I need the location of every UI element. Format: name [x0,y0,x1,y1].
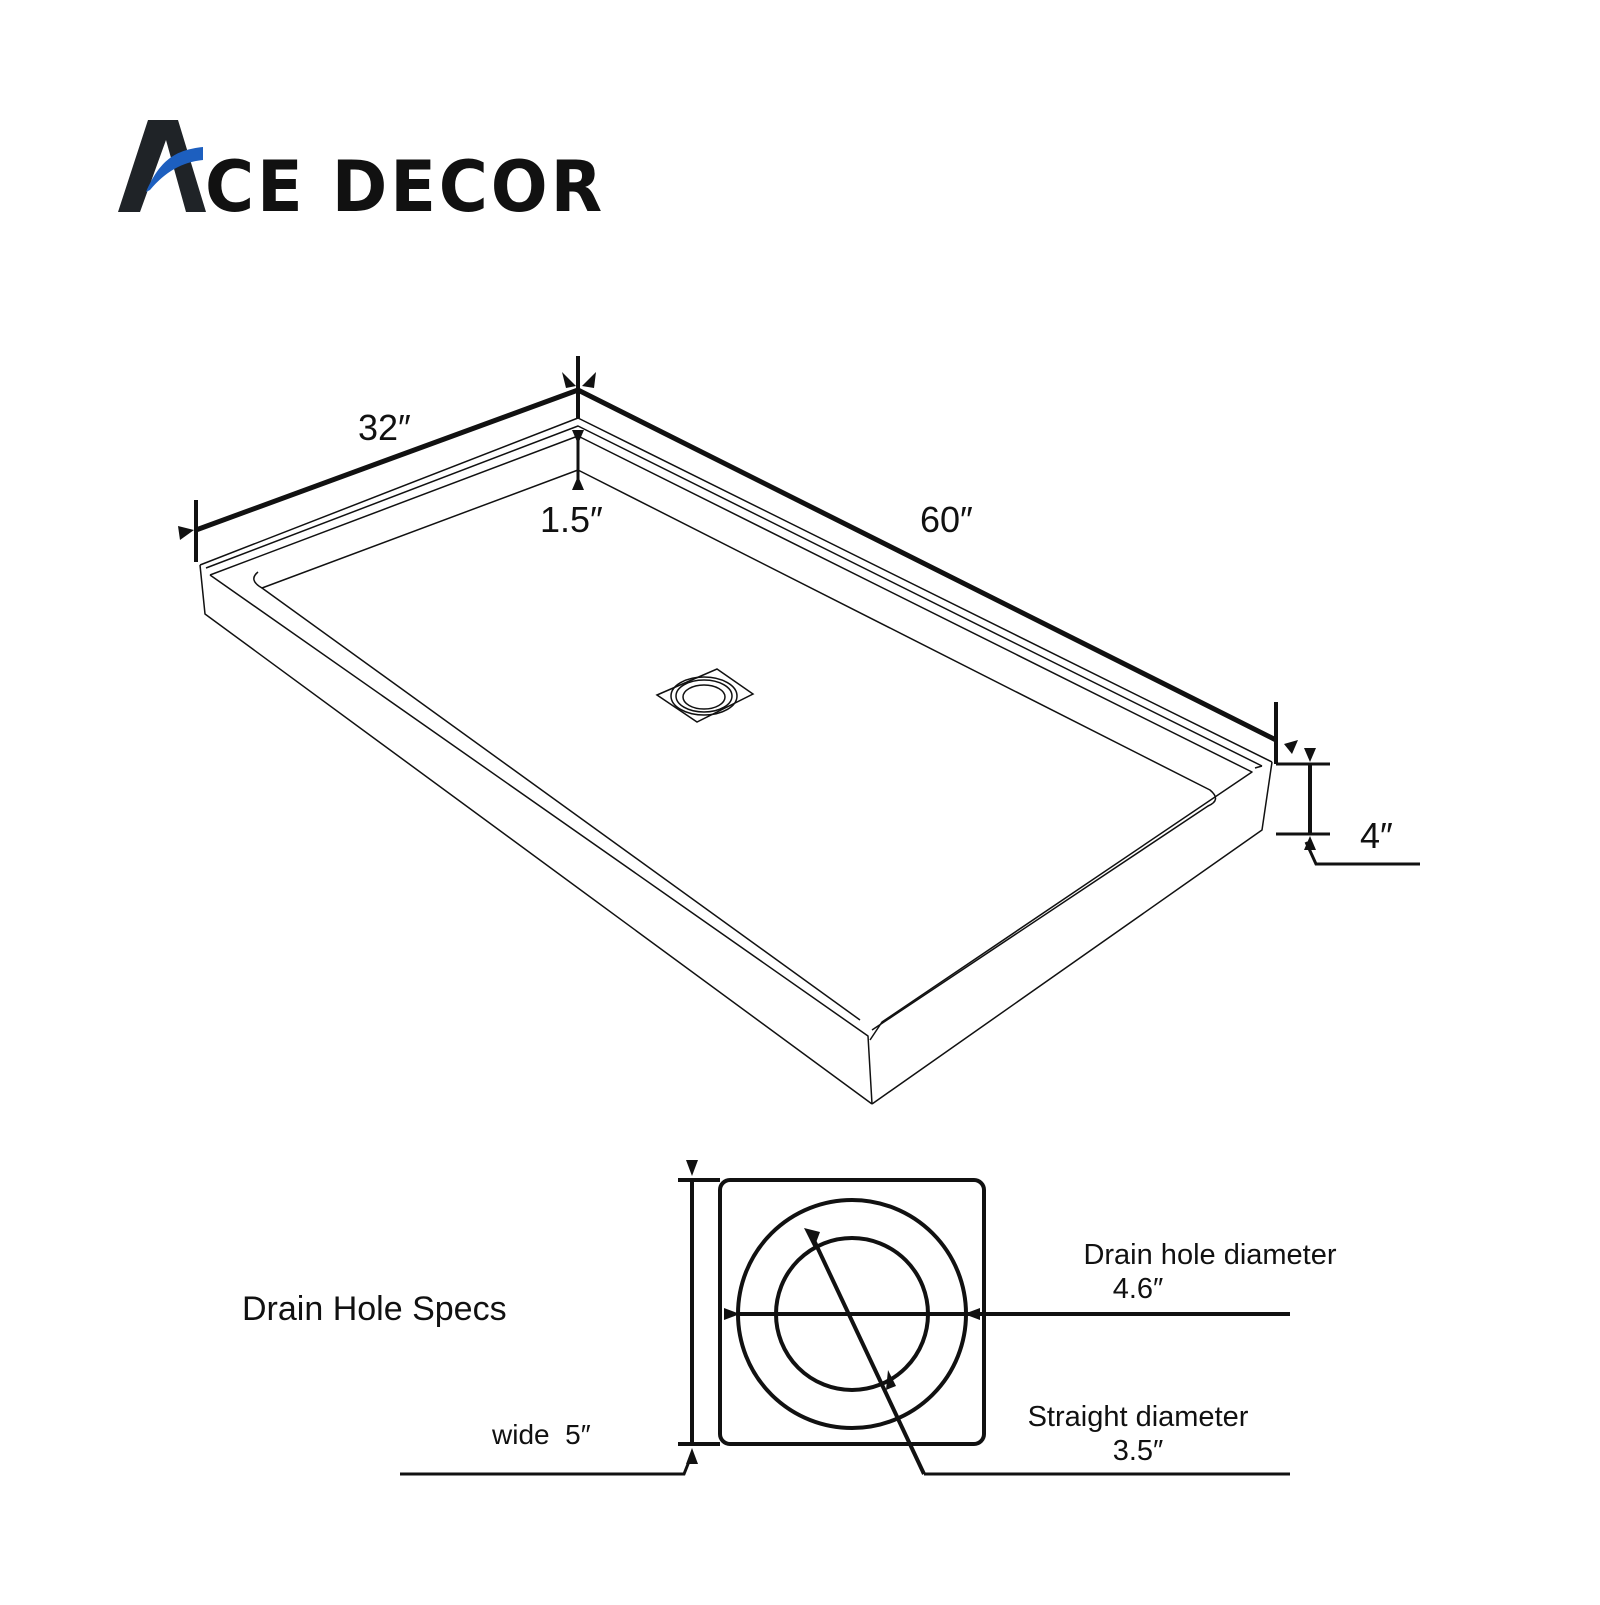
rim-dimension-label: 1.5″ [540,499,603,540]
length-dimension-label: 60″ [920,499,973,540]
brand-logo: CE DECOR [118,120,605,228]
drain-hole-diameter-label: Drain hole diameter [1083,1239,1336,1271]
drain-hole-diameter-value: 4.6″ [1113,1273,1164,1305]
dimension-arrows [178,372,1316,850]
width-dimension-label: 32″ [358,407,411,448]
shower-tray-drawing [199,417,1273,1105]
straight-diameter-value: 3.5″ [1113,1435,1164,1467]
drain-spec-arrows [686,1160,980,1464]
straight-diameter-label: Straight diameter [1028,1401,1249,1433]
drain-specs-title: Drain Hole Specs [242,1290,507,1328]
logo-a-mark-icon [118,120,206,212]
dimension-lines [194,356,1420,866]
brand-name: CE DECOR [205,146,605,228]
drain-spec-drawing [400,1178,1290,1476]
wide-dimension-label: wide 5″ [491,1419,591,1450]
height-dimension-label: 4″ [1360,815,1393,856]
drain-iso-icon [655,668,755,723]
